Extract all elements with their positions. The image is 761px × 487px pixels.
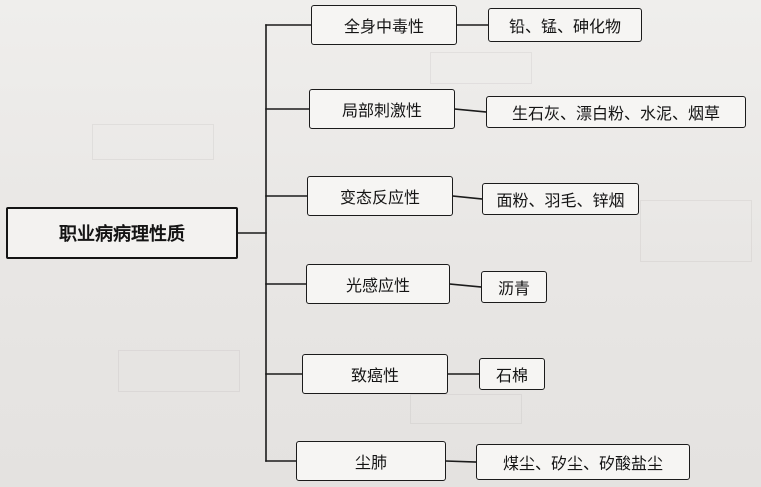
category-label: 全身中毒性 xyxy=(343,17,424,36)
category-label: 变态反应性 xyxy=(339,188,420,207)
background-ghost-box xyxy=(410,394,522,424)
category-node-pneumoconiosis: 尘肺 xyxy=(296,441,446,481)
category-label: 光感应性 xyxy=(345,276,410,295)
category-node-carcinogenic: 致癌性 xyxy=(302,354,448,394)
background-ghost-box xyxy=(92,124,214,160)
example-label: 铅、锰、砷化物 xyxy=(508,17,621,36)
example-node-pneumoconiosis: 煤尘、矽尘、矽酸盐尘 xyxy=(476,444,690,480)
category-node-systemic-poisoning: 全身中毒性 xyxy=(311,5,457,45)
category-node-photosensitivity: 光感应性 xyxy=(306,264,450,304)
category-label: 尘肺 xyxy=(354,453,387,472)
background-ghost-box xyxy=(640,200,752,262)
root-node: 职业病病理性质 xyxy=(6,207,238,259)
connector-group xyxy=(237,24,489,463)
connector-category-to-example xyxy=(452,195,483,200)
example-label: 石棉 xyxy=(495,366,528,385)
example-node-local-irritation: 生石灰、漂白粉、水泥、烟草 xyxy=(486,96,746,128)
category-node-local-irritation: 局部刺激性 xyxy=(309,89,455,129)
category-label: 致癌性 xyxy=(350,366,399,385)
example-node-allergic-reaction: 面粉、羽毛、锌烟 xyxy=(482,183,639,215)
example-node-systemic-poisoning: 铅、锰、砷化物 xyxy=(488,8,642,42)
example-label: 煤尘、矽尘、矽酸盐尘 xyxy=(502,454,663,473)
example-label: 沥青 xyxy=(497,279,530,298)
connector-category-to-example xyxy=(454,108,487,113)
root-label: 职业病病理性质 xyxy=(59,224,185,245)
example-node-carcinogenic: 石棉 xyxy=(479,358,545,390)
background-ghost-box xyxy=(430,52,532,84)
example-label: 面粉、羽毛、锌烟 xyxy=(496,191,625,210)
background-ghost-box xyxy=(118,350,240,392)
category-node-allergic-reaction: 变态反应性 xyxy=(307,176,453,216)
connector-category-to-example xyxy=(445,460,477,463)
example-node-photosensitivity: 沥青 xyxy=(481,271,547,303)
connector-category-to-example xyxy=(449,283,482,288)
example-label: 生石灰、漂白粉、水泥、烟草 xyxy=(511,104,720,123)
category-label: 局部刺激性 xyxy=(341,101,422,120)
